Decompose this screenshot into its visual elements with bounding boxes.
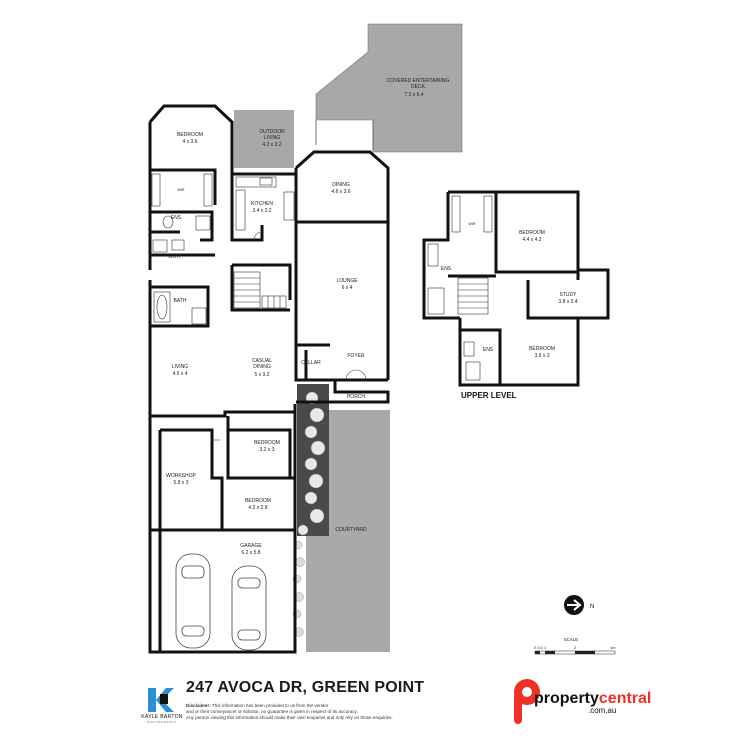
room-name: GARAGE <box>240 543 262 549</box>
room-name: BEDROOM <box>254 440 280 446</box>
disclaimer-line: and or their conveyancer or solicitor, n… <box>186 709 358 714</box>
upper-level-label: UPPER LEVEL <box>461 391 517 400</box>
upper-room-labels: BEDROOM 4.4 x 4.2 WIR ENS STUDY 3.8 x 2.… <box>441 222 578 400</box>
room-dims: 3.2 x 3 <box>259 447 274 453</box>
room-name: WIR <box>178 188 185 192</box>
room-dims: 4.6 x 3.6 <box>331 189 350 195</box>
agency-domain: .com.au <box>588 706 617 715</box>
room-name: WIR <box>469 222 476 226</box>
room-name: FOYER <box>347 353 365 359</box>
room-name: BEDROOM <box>529 346 555 352</box>
ground-floor-walls <box>148 104 390 654</box>
photographer-name: KAYLE BARTON <box>141 714 183 720</box>
covered-deck-area <box>315 23 463 153</box>
scale-tick: 0 <box>534 646 536 650</box>
room-dims: 4 x 3.6 <box>182 139 197 145</box>
room-dims: 3.4 x 3.2 <box>252 208 271 214</box>
room-name: LDRY <box>168 254 182 260</box>
scale-tick: 0.5 <box>538 646 543 650</box>
upper-level-walls <box>422 190 610 387</box>
room-name: KITCHEN <box>251 201 273 207</box>
photographer-sub: PHOTOGRAPHY <box>147 720 177 724</box>
room-dims: 5 x 3.2 <box>254 372 269 378</box>
scale-tick: 2 <box>574 646 576 650</box>
disclaimer: Disclaimer: This information has been pr… <box>186 703 406 721</box>
ground-stairs <box>233 271 287 309</box>
scale-tick: 1 <box>544 646 546 650</box>
compass-label: N <box>590 604 594 610</box>
room-dims: 6.2 x 5.8 <box>241 550 260 556</box>
room-name: BEDROOM <box>177 132 203 138</box>
disclaimer-heading: Disclaimer: <box>186 703 211 708</box>
room-name: BEDROOM <box>245 498 271 504</box>
room-name: ENS <box>171 215 182 221</box>
agency-name-part1: property <box>534 690 599 707</box>
cars <box>175 553 267 651</box>
property-address: 247 AVOCA DR, GREEN POINT <box>186 679 425 696</box>
room-name: STUDY <box>560 292 578 298</box>
room-name: PORCH <box>347 394 365 400</box>
agency-name: propertycentral <box>534 690 651 708</box>
door-swings <box>212 231 367 441</box>
room-dims: 4.2 x 2.8 <box>248 505 267 511</box>
disclaimer-line: Any person viewing this information shou… <box>186 715 393 720</box>
room-name: ENS <box>441 266 452 272</box>
room-name: BEDROOM <box>519 230 545 236</box>
room-name: LIVING <box>172 364 189 370</box>
scale-tick: 4m <box>611 646 616 650</box>
room-name: WORKSHOP <box>166 473 196 479</box>
room-dims: 4.6 x 4 <box>172 371 187 377</box>
room-dims: 3.6 x 3 <box>534 353 549 359</box>
north-arrow-icon: N <box>564 595 594 615</box>
room-dims: 5.8 x 3 <box>173 480 188 486</box>
room-dims: 6 x 4 <box>342 285 353 291</box>
scale-title: SCALE <box>564 637 578 642</box>
room-name: CELLAR <box>301 360 321 366</box>
room-name: ENS <box>483 347 494 353</box>
room-name: BATH <box>174 298 187 304</box>
room-name: LOUNGE <box>336 278 358 284</box>
outdoor-living-area <box>234 110 294 168</box>
agency-name-part2: central <box>598 690 652 707</box>
room-dims: 4.2 x 3.2 <box>262 142 281 148</box>
ground-fixtures <box>151 173 295 325</box>
room-name: COURTYARD <box>335 527 367 533</box>
property-central-logo <box>514 676 624 726</box>
scale-bar: SCALE 0 0.5 1 2 4m <box>534 637 616 655</box>
room-dims: 3.8 x 2.4 <box>558 299 577 305</box>
kayle-barton-logo <box>146 686 176 714</box>
room-dims: 7.2 x 6.4 <box>404 92 423 98</box>
room-dims: 4.4 x 4.2 <box>522 237 541 243</box>
disclaimer-line: This information has been provided to us… <box>210 703 329 708</box>
room-name: DINING <box>332 182 350 188</box>
upper-fixtures <box>427 195 493 381</box>
